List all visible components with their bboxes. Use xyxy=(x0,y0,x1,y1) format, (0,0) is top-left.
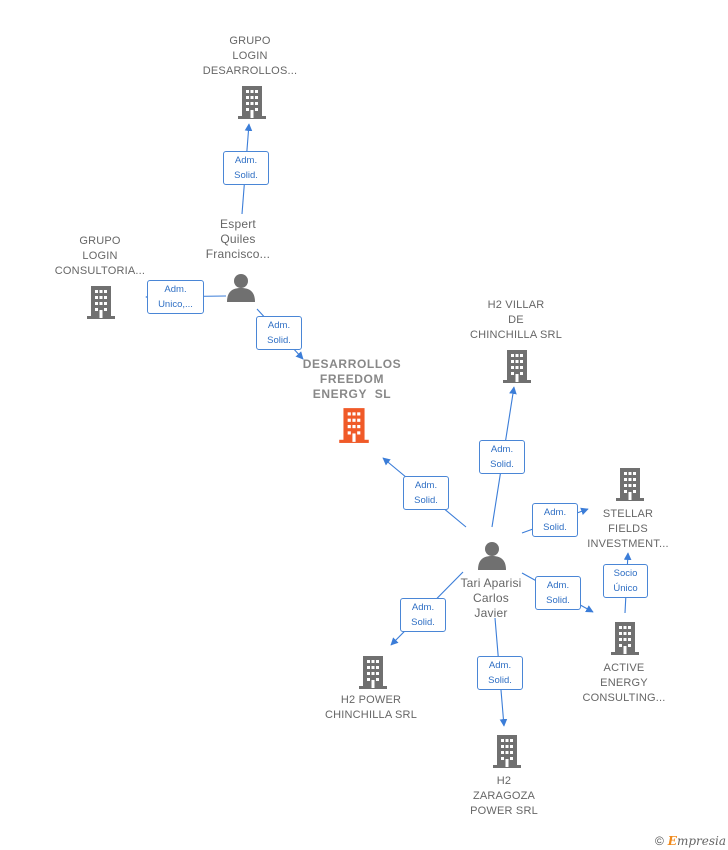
edge-label-adm-solid[interactable]: Adm. Solid. xyxy=(256,316,302,350)
person-icon[interactable] xyxy=(225,272,257,302)
edge-label-adm-solid[interactable]: Adm. Solid. xyxy=(477,656,523,690)
node-label-desarrollos-freedom-energy[interactable]: DESARROLLOS FREEDOM ENERGY SL xyxy=(302,357,402,401)
building-icon[interactable] xyxy=(491,733,523,769)
node-label-tari-aparisi[interactable]: Tari Aparisi Carlos Javier xyxy=(460,576,522,620)
edge-label-adm-unico[interactable]: Adm. Unico,... xyxy=(147,280,204,314)
edge-label-adm-solid[interactable]: Adm. Solid. xyxy=(535,576,581,610)
copyright-icon: © xyxy=(654,834,664,848)
empresia-watermark: © Empresia xyxy=(655,834,726,848)
node-label-h2-villar-de-chinchilla[interactable]: H2 VILLAR DE CHINCHILLA SRL xyxy=(469,299,563,341)
edge-label-adm-solid[interactable]: Adm. Solid. xyxy=(223,151,269,185)
building-icon[interactable] xyxy=(609,620,641,656)
edge-label-socio-unico[interactable]: Socio Único xyxy=(603,564,648,598)
person-icon[interactable] xyxy=(476,540,508,570)
building-icon[interactable] xyxy=(357,654,389,690)
edge-label-adm-solid[interactable]: Adm. Solid. xyxy=(479,440,525,474)
building-icon[interactable] xyxy=(614,466,646,502)
node-label-grupo-login-desarrollos[interactable]: GRUPO LOGIN DESARROLLOS... xyxy=(202,35,298,77)
edge-label-adm-solid[interactable]: Adm. Solid. xyxy=(400,598,446,632)
building-icon[interactable] xyxy=(236,84,268,120)
building-icon[interactable] xyxy=(501,348,533,384)
focus-building-icon[interactable] xyxy=(337,406,371,444)
node-label-active-energy-consulting[interactable]: ACTIVE ENERGY CONSULTING... xyxy=(582,662,666,704)
building-icon[interactable] xyxy=(85,284,117,320)
node-label-grupo-login-consultoria[interactable]: GRUPO LOGIN CONSULTORIA... xyxy=(54,235,146,277)
node-label-h2-zaragoza-power[interactable]: H2 ZARAGOZA POWER SRL xyxy=(470,775,538,817)
edge-label-adm-solid[interactable]: Adm. Solid. xyxy=(403,476,449,510)
empresia-logo: Empresia xyxy=(667,834,726,848)
edge-label-adm-solid[interactable]: Adm. Solid. xyxy=(532,503,578,537)
node-label-espert-quiles[interactable]: Espert Quiles Francisco... xyxy=(205,217,271,261)
node-label-stellar-fields[interactable]: STELLAR FIELDS INVESTMENT... xyxy=(587,508,669,550)
node-label-h2-power-chinchilla[interactable]: H2 POWER CHINCHILLA SRL xyxy=(324,694,418,721)
